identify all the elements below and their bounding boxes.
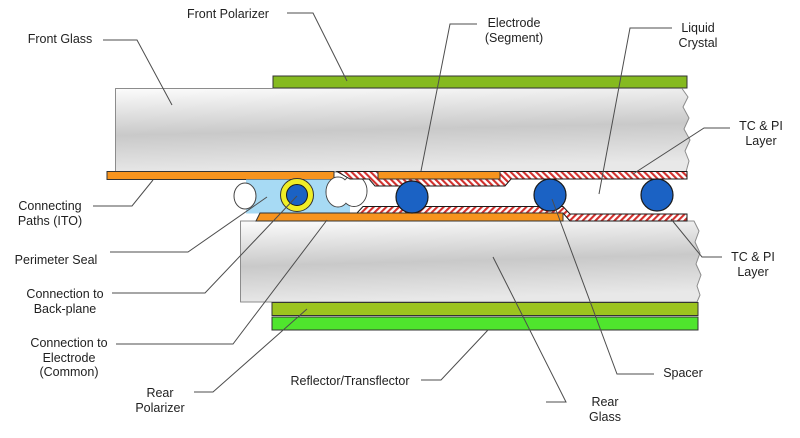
spacer-circle-2 (533, 178, 567, 212)
electrode-segment-strip (377, 171, 501, 180)
leader-rear-polarizer (194, 308, 308, 393)
spacer-circle-1 (395, 180, 429, 214)
leader-front-polarizer (287, 12, 348, 82)
label-liquid-crystal: Liquid Crystal (678, 21, 718, 50)
connecting-paths-strip (106, 171, 335, 180)
rear-polarizer-bar (271, 302, 699, 316)
reflector-transflector-bar (271, 316, 699, 331)
label-front-glass: Front Glass (27, 32, 93, 46)
leader-front-glass (103, 39, 173, 106)
leader-tcpi-top (632, 127, 730, 175)
leader-connection-electrode-common (116, 219, 328, 345)
label-perimeter-seal: Perimeter Seal (14, 253, 98, 267)
label-spacer: Spacer (663, 366, 703, 380)
front-glass-shape (115, 88, 691, 173)
leader-spacer (551, 198, 654, 375)
rear-glass-shape (240, 220, 702, 303)
seal-void-right-b-fill (341, 176, 367, 206)
spacer-circle-3 (640, 178, 674, 212)
leader-connection-backplane (112, 195, 298, 294)
front-polarizer-bar (272, 75, 688, 89)
backplane-contact-core (286, 184, 308, 206)
leader-rear-glass (492, 256, 567, 403)
leader-lines (93, 12, 730, 403)
leader-perimeter-seal (110, 196, 268, 253)
label-front-polarizer: Front Polarizer (187, 7, 269, 21)
leader-tcpi-bottom (670, 218, 722, 258)
label-connection-electrode-common: Connection to Electrode (Common) (30, 336, 108, 379)
leader-connecting-paths (93, 179, 154, 207)
leader-reflector (421, 329, 489, 381)
label-rear-glass: Rear Glass (589, 395, 621, 424)
label-tcpi-layer-bottom: TC & PI Layer (731, 250, 775, 279)
label-tcpi-layer-top: TC & PI Layer (739, 119, 783, 148)
label-electrode-segment: Electrode (Segment) (484, 16, 544, 45)
leader-liquid-crystal (598, 27, 672, 195)
label-reflector-transflector: Reflector/Transflector (290, 374, 410, 388)
label-rear-polarizer: Rear Polarizer (135, 386, 185, 415)
seal-void-blobs (233, 175, 368, 210)
label-connecting-paths: Connecting Paths (ITO) (17, 199, 83, 228)
leader-electrode-segment (420, 23, 477, 172)
common-electrode-strip (255, 212, 564, 222)
seal-void-left (233, 182, 257, 210)
label-connection-backplane: Connection to Back-plane (26, 287, 104, 316)
